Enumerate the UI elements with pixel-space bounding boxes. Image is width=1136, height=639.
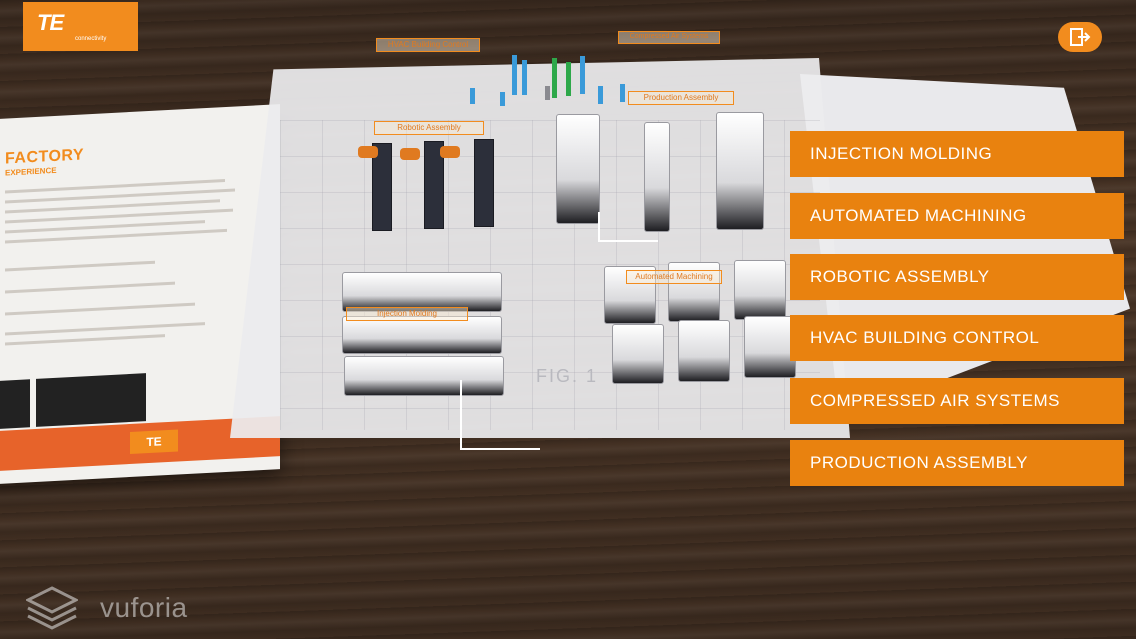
logo-subtext: connectivity bbox=[75, 36, 107, 42]
text-line bbox=[5, 260, 155, 272]
vuforia-text: vuforia bbox=[100, 592, 188, 623]
air-pipe bbox=[566, 62, 571, 96]
air-pipe bbox=[552, 58, 557, 98]
pipe-base bbox=[545, 86, 550, 100]
menu-robotic-assembly[interactable]: ROBOTIC ASSEMBLY bbox=[790, 254, 1124, 300]
brochure-title: FACTORY bbox=[5, 146, 85, 168]
ar-label-robotic[interactable]: Robotic Assembly bbox=[374, 121, 484, 135]
brochure-photo bbox=[36, 373, 146, 427]
menu-automated-machining[interactable]: AUTOMATED MACHINING bbox=[790, 193, 1124, 239]
injection-machine bbox=[342, 316, 502, 354]
hvac-pipe bbox=[512, 55, 517, 95]
brochure-te-logo: TE bbox=[130, 429, 178, 454]
ar-label-automated[interactable]: Automated Machining bbox=[626, 270, 722, 284]
logo-text: TE bbox=[37, 10, 64, 35]
cnc-machine bbox=[604, 266, 656, 324]
ar-label-injection[interactable]: Injection Molding bbox=[346, 307, 468, 321]
vuforia-watermark: vuforia bbox=[26, 586, 256, 630]
cnc-machine bbox=[734, 260, 786, 320]
robot-arm bbox=[440, 146, 460, 158]
te-logo: TE connectivity bbox=[23, 2, 138, 51]
robot-arm bbox=[400, 148, 420, 160]
conveyor bbox=[372, 143, 392, 231]
text-line bbox=[5, 302, 195, 316]
text-line bbox=[5, 281, 175, 294]
text-line bbox=[5, 322, 205, 336]
menu-hvac-building-control[interactable]: HVAC BUILDING CONTROL bbox=[790, 315, 1124, 361]
production-machine bbox=[716, 112, 764, 230]
ar-label-hvac[interactable]: HVAC Building Control bbox=[376, 38, 480, 52]
conveyor bbox=[424, 141, 444, 229]
cnc-machine bbox=[678, 320, 730, 382]
text-line bbox=[5, 334, 165, 346]
vuforia-cube-icon bbox=[26, 586, 78, 630]
menu-injection-molding[interactable]: INJECTION MOLDING bbox=[790, 131, 1124, 177]
hvac-pipe bbox=[580, 56, 585, 94]
ar-label-compressed-air[interactable]: Compressed Air Systems bbox=[618, 31, 720, 44]
injection-machine bbox=[344, 356, 504, 396]
hvac-pipe bbox=[522, 60, 527, 95]
cnc-machine bbox=[612, 324, 664, 384]
exit-icon bbox=[1070, 28, 1091, 46]
connector-line bbox=[598, 212, 658, 242]
hvac-unit bbox=[598, 86, 603, 104]
brochure-subtitle: EXPERIENCE bbox=[5, 165, 57, 178]
hvac-unit bbox=[470, 88, 475, 104]
exit-button[interactable] bbox=[1058, 22, 1102, 52]
hvac-unit bbox=[620, 84, 625, 102]
conveyor bbox=[474, 139, 494, 227]
production-machine bbox=[644, 122, 670, 232]
figure-label: FIG. 1 bbox=[536, 366, 599, 386]
menu-production-assembly[interactable]: PRODUCTION ASSEMBLY bbox=[790, 440, 1124, 486]
cnc-machine bbox=[744, 316, 796, 378]
brochure-right-page bbox=[800, 74, 1130, 419]
robot-arm bbox=[358, 146, 378, 158]
hvac-unit bbox=[500, 92, 505, 106]
production-machine bbox=[556, 114, 600, 224]
menu-compressed-air-systems[interactable]: COMPRESSED AIR SYSTEMS bbox=[790, 378, 1124, 424]
brochure-photo bbox=[0, 379, 30, 430]
ar-label-production[interactable]: Production Assembly bbox=[628, 91, 734, 105]
connector-line bbox=[460, 380, 540, 450]
injection-machine bbox=[342, 272, 502, 312]
